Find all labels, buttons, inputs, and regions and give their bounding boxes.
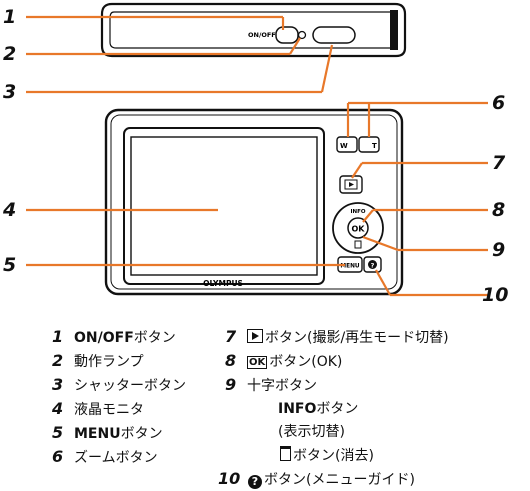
callout-10: 10 — [482, 284, 509, 306]
svg-text:?: ? — [371, 262, 375, 270]
zoom-w-label: W — [340, 142, 348, 150]
legend-text-7: ボタン(撮影/再生モード切替) — [265, 330, 449, 346]
legend-text-9a: ボタン — [316, 401, 359, 417]
legend-num-4: 4 — [52, 399, 64, 418]
callout-8: 8 — [492, 199, 506, 221]
legend-item-4: 4 液晶モニタ — [52, 400, 144, 419]
leader-lines — [26, 15, 488, 297]
callout-4: 4 — [3, 199, 17, 221]
legend-text-5: ボタン — [120, 426, 163, 442]
legend-text-9c: ボタン(消去) — [293, 448, 374, 464]
callout-6: 6 — [492, 92, 506, 114]
onoff-print: ON/OFF — [248, 31, 276, 39]
info-label: INFO — [350, 209, 365, 215]
legend-item-6: 6 ズームボタン — [52, 448, 158, 467]
legend-item-9a: INFOボタン — [278, 400, 358, 418]
menu-label: MENU — [340, 264, 360, 270]
callout-9: 9 — [492, 239, 506, 261]
legend-item-3: 3 シャッターボタン — [52, 376, 186, 395]
play-icon — [349, 182, 354, 187]
legend-num-3: 3 — [52, 375, 64, 394]
callout-2: 2 — [3, 43, 17, 65]
ok-button[interactable] — [347, 217, 369, 239]
legend-item-10: 10?ボタン(メニューガイド) — [218, 470, 415, 489]
callout-5: 5 — [3, 254, 17, 276]
legend-text-9: 十字ボタン — [247, 378, 317, 394]
legend-text-3: シャッターボタン — [74, 378, 186, 394]
legend-num-10: 10 — [218, 469, 241, 488]
camera-diagram: ON/OFF OLYMPUS W T OK INFO MENU ? — [26, 2, 488, 297]
shutter-button[interactable] — [312, 26, 356, 44]
legend-item-9b: (表示切替) — [278, 423, 345, 441]
legend-text-2: 動作ランプ — [74, 354, 144, 370]
legend-item-1: 1 ON/OFFボタン — [52, 328, 176, 347]
trash-icon — [280, 446, 291, 461]
legend-item-5: 5 MENUボタン — [52, 424, 163, 443]
legend-text-10: ボタン(メニューガイド) — [264, 472, 415, 488]
legend-num-1: 1 — [52, 327, 64, 346]
legend-text-6: ズームボタン — [74, 450, 158, 466]
camera-top-view: ON/OFF — [100, 2, 407, 58]
play-icon — [247, 329, 263, 343]
legend-num-2: 2 — [52, 351, 64, 370]
legend-item-9c: ボタン(消去) — [280, 446, 374, 465]
legend-bold-9a: INFO — [278, 401, 317, 417]
legend-num-5: 5 — [52, 423, 64, 442]
callout-1: 1 — [3, 6, 17, 28]
callout-3: 3 — [3, 81, 17, 103]
legend-num-7: 7 — [225, 327, 237, 346]
legend-text-9b: (表示切替) — [278, 424, 345, 440]
legend-num-9: 9 — [225, 375, 237, 394]
legend-num-8: 8 — [225, 351, 237, 370]
camera-back-view: OLYMPUS W T OK INFO MENU ? — [104, 108, 404, 296]
legend-text-1: ボタン — [133, 330, 176, 346]
status-lamp — [297, 30, 307, 40]
legend-text-4: 液晶モニタ — [74, 402, 144, 418]
callout-7: 7 — [492, 152, 506, 174]
legend-bold-5: MENU — [74, 426, 121, 442]
trash-icon-camera — [354, 240, 362, 249]
ok-label: OK — [352, 225, 366, 234]
help-icon: ? — [248, 475, 262, 489]
lcd-monitor — [130, 136, 318, 276]
ok-icon: OK — [247, 356, 268, 369]
zoom-t-label: T — [372, 142, 377, 150]
legend-item-7: 7 ボタン(撮影/再生モード切替) — [225, 328, 449, 347]
legend-bold-1: ON/OFF — [74, 330, 134, 346]
legend-item-9: 9 十字ボタン — [225, 376, 317, 395]
legend-num-6: 6 — [52, 447, 64, 466]
onoff-button[interactable] — [275, 26, 299, 44]
legend-text-8: ボタン(OK) — [269, 354, 343, 370]
legend-item-2: 2 動作ランプ — [52, 352, 144, 371]
brand-logo: OLYMPUS — [203, 279, 243, 288]
